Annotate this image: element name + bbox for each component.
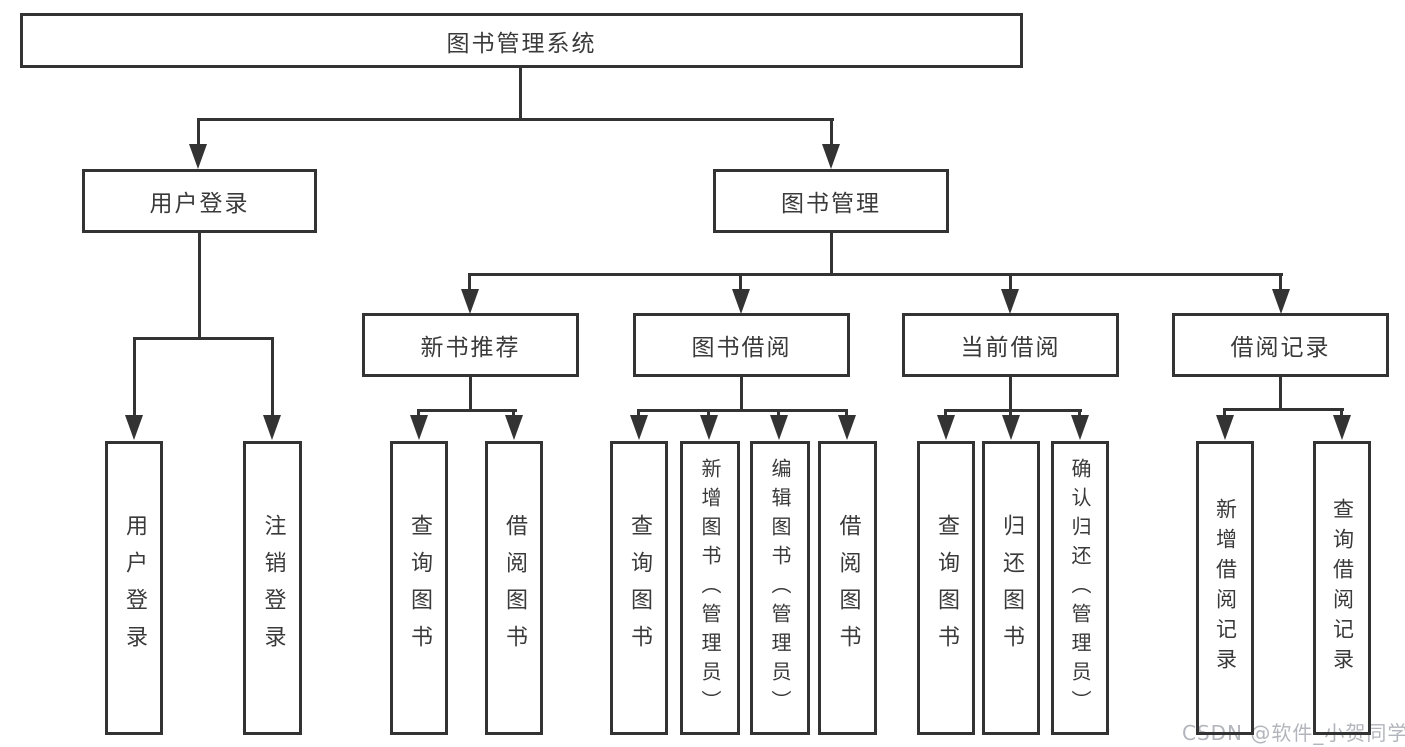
node-label: 查询图书 [627, 514, 652, 662]
node-label: 用户登录 [122, 514, 147, 662]
connector-line [197, 118, 200, 145]
connector-line [519, 68, 522, 118]
leaf-return-books: 归还图书 [982, 441, 1040, 735]
arrow-down [700, 415, 718, 440]
leaf-add-borrow-record: 新增借阅记录 [1196, 441, 1254, 735]
connector-line [830, 233, 833, 273]
connector-line [469, 377, 472, 409]
leaf-query-books-current: 查询图书 [917, 441, 975, 735]
arrow-down [838, 415, 856, 440]
connector-line [417, 409, 420, 417]
connector-line [133, 337, 136, 416]
connector-line [830, 118, 833, 145]
connector-line [417, 409, 517, 412]
connector-line [1009, 273, 1012, 291]
node-new-book-recommendation: 新书推荐 [362, 313, 579, 377]
leaf-user-login: 用户登录 [105, 441, 163, 735]
connector-line [198, 233, 201, 337]
node-book-management: 图书管理 [713, 169, 949, 233]
node-label: 图书借阅 [691, 335, 792, 361]
connector-line [1279, 273, 1282, 291]
connector-line [637, 409, 848, 412]
leaf-add-book-admin: 新增图书（管理员） [680, 441, 740, 735]
leaf-borrow-books-borrowing: 借阅图书 [818, 441, 877, 735]
node-label: 图书管理 [781, 191, 881, 217]
leaf-query-books-recommend: 查询图书 [390, 441, 448, 735]
node-label: 借阅图书 [502, 514, 527, 662]
leaf-confirm-return-admin: 确认归还（管理员） [1051, 441, 1109, 735]
node-label: 新书推荐 [420, 335, 521, 361]
arrow-down [1272, 289, 1290, 314]
arrow-down [937, 415, 955, 440]
node-label: 用户登录 [149, 191, 250, 217]
leaf-query-borrow-record: 查询借阅记录 [1313, 441, 1371, 735]
connector-line [739, 273, 742, 291]
node-library-management-system: 图书管理系统 [20, 13, 1023, 68]
connector-line [133, 337, 274, 340]
node-label: 借阅图书 [835, 514, 861, 662]
node-label: 编辑图书（管理员） [768, 457, 792, 719]
node-borrowing-records: 借阅记录 [1172, 313, 1389, 377]
connector-line [944, 409, 1082, 412]
connector-line [1223, 408, 1226, 417]
node-label: 查询借阅记录 [1330, 498, 1355, 678]
connector-line [845, 409, 848, 417]
arrow-down [1001, 289, 1019, 314]
connector-line [512, 409, 515, 417]
node-label: 新增图书（管理员） [698, 457, 722, 719]
connector-line [1223, 408, 1344, 411]
connector-line [707, 409, 710, 417]
arrow-down [630, 415, 648, 440]
connector-line [468, 273, 471, 291]
leaf-edit-book-admin: 编辑图书（管理员） [750, 441, 810, 735]
node-label: 查询图书 [407, 514, 432, 662]
connector-line [271, 337, 274, 416]
node-label: 确认归还（管理员） [1068, 457, 1092, 719]
connector-line [1009, 377, 1012, 409]
node-label: 归还图书 [999, 514, 1024, 662]
connector-line [637, 409, 640, 417]
arrow-down [1002, 415, 1020, 440]
arrow-down [410, 415, 428, 440]
connector-line [1279, 377, 1282, 408]
leaf-borrow-books-recommend: 借阅图书 [485, 441, 543, 735]
arrow-down [1333, 415, 1351, 440]
connector-line [1009, 409, 1012, 417]
arrow-down [125, 415, 143, 440]
node-user-login: 用户登录 [82, 169, 317, 233]
arrow-down [189, 144, 207, 169]
connector-line [740, 377, 743, 409]
connector-line [1340, 408, 1343, 417]
connector-line [777, 409, 780, 417]
arrow-down [505, 415, 523, 440]
node-label: 新增借阅记录 [1213, 498, 1238, 678]
arrow-down [732, 289, 750, 314]
connector-line [1078, 409, 1081, 417]
connector-line [468, 273, 1283, 276]
connector-line [944, 409, 947, 417]
arrow-down [461, 289, 479, 314]
node-label: 当前借阅 [960, 335, 1061, 361]
node-label: 查询图书 [934, 514, 959, 662]
node-label: 注销登录 [260, 514, 286, 662]
node-label: 借阅记录 [1230, 335, 1331, 361]
node-current-borrowing: 当前借阅 [902, 313, 1119, 377]
arrow-down [1216, 415, 1234, 440]
leaf-query-books-borrowing: 查询图书 [610, 441, 668, 735]
arrow-down [770, 415, 788, 440]
node-label: 图书管理系统 [446, 30, 597, 57]
arrow-down [822, 144, 840, 169]
connector-line [197, 118, 834, 121]
arrow-down [1071, 415, 1089, 440]
leaf-logout: 注销登录 [243, 441, 302, 735]
node-book-borrowing: 图书借阅 [633, 313, 850, 377]
csdn-watermark: CSDN @软件_小贺同学 [1182, 721, 1405, 745]
arrow-down [263, 415, 281, 440]
